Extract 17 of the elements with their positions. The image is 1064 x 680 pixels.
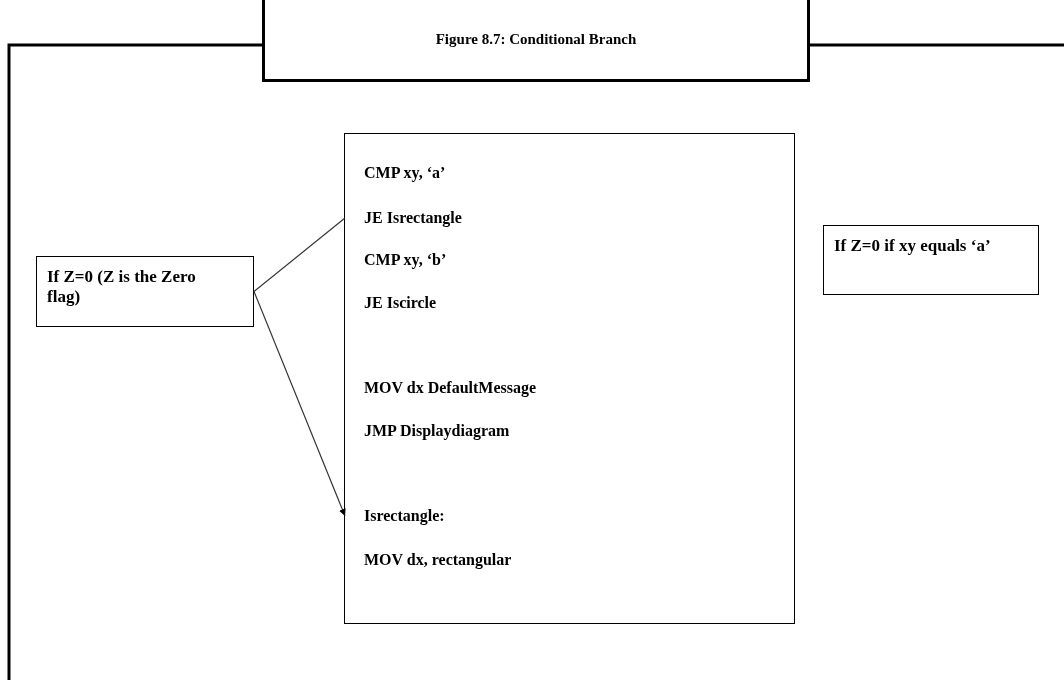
- title-box: [262, 0, 810, 82]
- note-text: If Z=0 (Z is the Zero flag): [47, 267, 197, 307]
- arrow: [253, 290, 346, 517]
- code-line: MOV dx DefaultMessage: [345, 377, 537, 399]
- code-line: CMP xy, ‘a’: [345, 162, 446, 184]
- code-listing-box: [344, 133, 795, 624]
- code-line: MOV dx, rectangular: [345, 549, 512, 571]
- note-box: [36, 256, 254, 327]
- code-line: JE Iscircle: [345, 292, 437, 314]
- code-line: JMP Displaydiagram: [345, 420, 510, 442]
- code-line: CMP xy, ‘b’: [345, 249, 447, 271]
- code-line: Isrectangle:: [345, 505, 445, 527]
- figure-title: Figure 8.7: Conditional Branch: [435, 31, 637, 48]
- connector-line: [253, 217, 346, 293]
- note-text: If Z=0 if xy equals ‘a’: [834, 236, 992, 256]
- code-line: JE Isrectangle: [345, 207, 462, 229]
- note-box: [823, 225, 1039, 295]
